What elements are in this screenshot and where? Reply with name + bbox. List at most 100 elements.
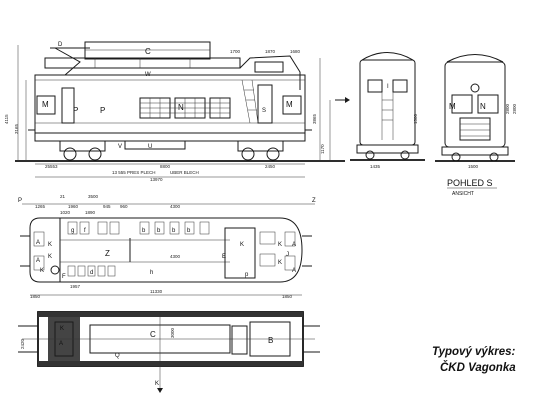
plan-label-K3: K	[40, 268, 44, 274]
plan-dim-13: 1850	[30, 294, 41, 299]
side-dim-8: 1870	[265, 49, 276, 54]
plan-label-A4: A	[292, 268, 296, 274]
cab-roof	[239, 55, 301, 90]
bogie-right	[237, 140, 284, 161]
cab-end-view: M N 1435 1500 1500 2800 2800	[370, 54, 517, 169]
plan-dim-3: 1265	[35, 204, 46, 209]
plan-dim-4: 1960	[68, 204, 79, 209]
plan-dim-8: 1020	[60, 210, 71, 215]
plan-label-J1: J	[286, 252, 289, 258]
side-dim-12: 1170	[320, 144, 325, 154]
plan-label-b1: b	[142, 228, 146, 234]
label-W: W	[145, 72, 151, 78]
front-dim-3: 2800	[505, 103, 510, 114]
side-dim-11: 3165	[14, 123, 19, 134]
plan-label-A3: A	[292, 242, 296, 248]
plan-dim-2: 3500	[88, 194, 99, 199]
plan-label-A1: A	[36, 240, 40, 246]
plan-label-E: E	[222, 254, 226, 260]
label-M-right: M	[286, 100, 293, 109]
marker-P: P	[18, 198, 22, 204]
side-dim-13: 3865	[312, 113, 317, 124]
side-dim-6: 13970	[150, 177, 163, 182]
view-title: POHLED S	[447, 178, 493, 188]
rear-dim-2: 2800	[512, 103, 517, 114]
label-N: N	[178, 103, 184, 112]
side-grilles	[139, 97, 231, 119]
label-U: U	[148, 144, 152, 150]
front-view: I	[350, 52, 425, 161]
plan-outline	[29, 217, 303, 283]
bogie-left	[59, 140, 106, 161]
plan-label-K1: K	[48, 242, 52, 248]
plan-label-K6: K	[278, 260, 282, 266]
cab-label-M: M	[449, 102, 456, 111]
side-dim-10: 4115	[4, 114, 9, 124]
label-P1: P	[73, 106, 78, 115]
side-window-left	[36, 95, 56, 115]
side-dim-4: 13 555 PRES PLECH	[112, 170, 156, 175]
plan-label-h1: h	[150, 270, 153, 276]
plan-label-Z: Z	[105, 249, 110, 258]
underframe-view: C A B Q K K 3000 2420	[18, 311, 320, 393]
plan-dim-6: 960	[120, 204, 128, 209]
plan-label-K4: K	[240, 242, 244, 248]
label-M-left: M	[42, 100, 49, 109]
view-subtitle: ANSICHT	[452, 191, 474, 197]
caption-line-1: Typový výkres:	[432, 346, 515, 358]
side-dim-9: 1680	[290, 49, 301, 54]
plan-label-K5: K	[278, 242, 282, 248]
ladder	[241, 79, 259, 124]
plan-label-b2: b	[157, 228, 161, 234]
side-dim-5: UBER BLECH	[170, 170, 199, 175]
front-dim-1: 1435	[370, 164, 381, 169]
seats-bottom-row	[67, 265, 116, 277]
plan-dim-10: 4300	[170, 254, 181, 259]
plan-label-K2: K	[48, 254, 52, 260]
plan-dim-12: 11330	[150, 289, 163, 294]
front-body	[359, 59, 416, 146]
plan-dim-11: 1957	[70, 284, 81, 289]
front-label-I: I	[387, 84, 389, 90]
label-V: V	[118, 144, 122, 150]
plan-dim-14: 1850	[282, 294, 293, 299]
underframe	[34, 132, 306, 142]
floor-plan: P Z	[18, 194, 316, 299]
plan-dim-5: 945	[103, 204, 111, 209]
side-dim-1: 25553	[45, 164, 58, 169]
under-label-K1: K	[60, 326, 64, 332]
label-D: D	[58, 42, 63, 48]
cab-console	[224, 227, 256, 279]
under-label-Q: Q	[115, 353, 120, 359]
rear-dim-1: 1500	[468, 164, 479, 169]
side-dim-3: 2450	[265, 164, 276, 169]
side-dim-2: 8800	[160, 164, 171, 169]
marker-Z: Z	[312, 198, 316, 204]
side-window-right	[282, 95, 302, 115]
caption: Typový výkres: ČKD Vagonka	[432, 346, 516, 374]
plan-dim-7: 4300	[170, 204, 181, 209]
under-label-C: C	[150, 330, 156, 339]
plan-dim-9: 1890	[85, 210, 96, 215]
plan-label-p1: p	[245, 272, 249, 278]
plan-label-F: F	[62, 274, 66, 280]
caption-line-2: ČKD Vagonka	[440, 361, 516, 374]
under-label-A: A	[59, 341, 63, 347]
under-label-B: B	[268, 336, 273, 345]
plan-dim-1: 21	[60, 194, 66, 199]
cab-label-N: N	[480, 102, 486, 111]
plan-label-A2: A	[36, 258, 40, 264]
plan-label-f1: f	[84, 228, 86, 234]
plan-label-b3: b	[172, 228, 176, 234]
seats-top-row	[67, 221, 210, 235]
plan-label-d1: d	[90, 270, 93, 276]
under-dim-2: 2420	[20, 338, 25, 349]
label-P2: P	[100, 106, 105, 115]
plan-label-g1: g	[71, 228, 74, 234]
roof-resistor-box	[84, 41, 211, 60]
front-dim-2: 1500	[413, 113, 418, 124]
plan-label-b4: b	[187, 228, 191, 234]
under-label-K2: K	[155, 381, 159, 387]
